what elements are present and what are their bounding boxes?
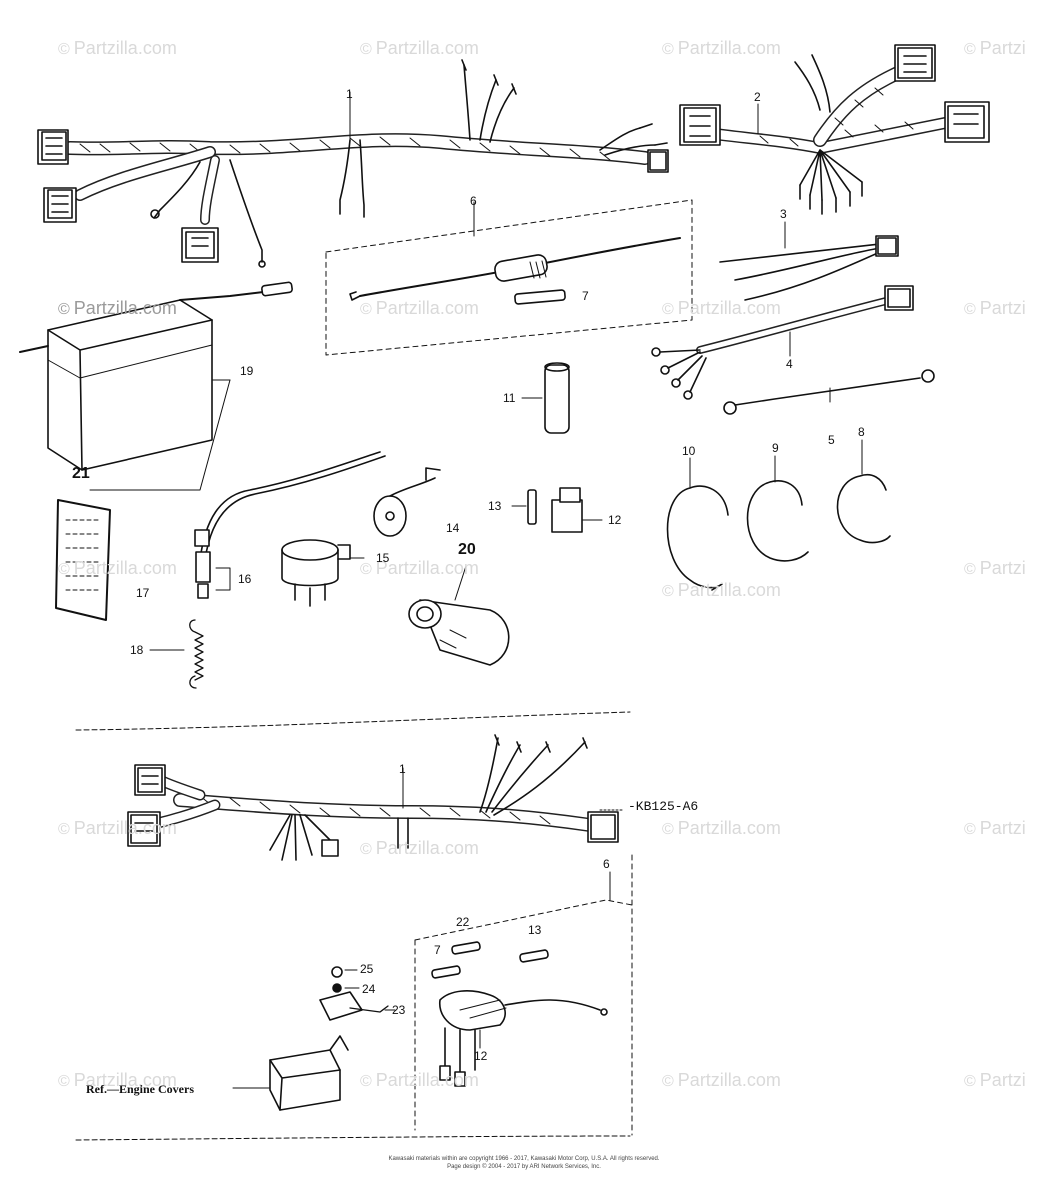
callout-25: 25 (360, 962, 374, 976)
callout-5: 5 (828, 433, 835, 447)
engine-cover-ref (232, 1035, 349, 1111)
bracket-23 (319, 966, 396, 1021)
watermark: ©Partzilla.com (360, 1070, 479, 1090)
footer-copyright: Kawasaki materials within are copyright … (388, 1156, 660, 1162)
callout-7-bottom: 7 (434, 943, 441, 957)
watermark: ©Partzilla.com (360, 38, 479, 58)
watermark: ©Partzilla.com (662, 1070, 781, 1090)
callout-7-top: 7 (582, 289, 589, 303)
fuse-13-top (511, 489, 537, 525)
band-9 (746, 455, 809, 562)
callout-21: 21 (72, 465, 90, 482)
watermark: ©Partzi (964, 38, 1026, 58)
relay-15 (281, 539, 365, 607)
sub-wiring-harness-2 (679, 44, 990, 215)
horn-14 (373, 467, 441, 537)
ignition-coil-20 (408, 565, 510, 666)
battery-19 (19, 281, 293, 491)
watermark: ©Partzilla.com (58, 818, 177, 838)
callout-17: 17 (136, 586, 150, 600)
callout-1-top: 1 (346, 87, 353, 101)
callout-11: 11 (503, 391, 516, 405)
callout-6-bottom: 6 (603, 857, 610, 871)
watermark: ©Partzilla.com (58, 38, 177, 58)
callout-13-bottom: 13 (528, 923, 542, 937)
callout-10: 10 (682, 444, 696, 458)
wire-lead-3 (719, 221, 899, 301)
callout-12-top: 12 (608, 513, 622, 527)
fuse-holder-assembly-top (325, 199, 693, 356)
watermark: ©Partzilla.com (662, 298, 781, 318)
wire-lead-4 (651, 285, 935, 415)
watermark: ©Partzilla.com (58, 298, 177, 318)
watermark: ©Partzi (964, 818, 1026, 838)
callout-22: 22 (456, 915, 470, 929)
callout-16: 16 (238, 572, 252, 586)
fuse-holder-12-top (551, 487, 603, 533)
watermark: ©Partzi (964, 298, 1026, 318)
callout-9: 9 (772, 441, 779, 455)
watermark: ©Partzilla.com (58, 1070, 177, 1090)
watermark: ©Partzilla.com (662, 818, 781, 838)
watermark: ©Partzilla.com (360, 558, 479, 578)
callout-8: 8 (858, 425, 865, 439)
cable-16 (194, 451, 386, 599)
watermark: ©Partzi (964, 558, 1026, 578)
callout-12-bottom: 12 (474, 1049, 488, 1063)
callout-2: 2 (754, 90, 761, 104)
callout-4: 4 (786, 357, 793, 371)
band-8 (836, 439, 891, 544)
callout-1-bottom: 1 (399, 762, 406, 776)
callout-14: 14 (446, 521, 460, 535)
tube-11 (521, 362, 570, 434)
band-10 (666, 457, 729, 591)
watermark: ©Partzilla.com (662, 580, 781, 600)
callout-13-top: 13 (488, 499, 502, 513)
footer-page-design: Page design © 2004 - 2017 by ARI Network… (447, 1164, 601, 1170)
callout-18: 18 (130, 643, 144, 657)
callout-6-top: 6 (470, 194, 477, 208)
callout-24: 24 (362, 982, 376, 996)
callout-19: 19 (240, 364, 254, 378)
spring-18 (149, 619, 204, 689)
callout-3: 3 (780, 207, 787, 221)
watermark: ©Partzilla.com (360, 838, 479, 858)
model-code-label: -KB125-A6 (628, 799, 699, 814)
watermark: ©Partzilla.com (58, 558, 177, 578)
watermark: ©Partzilla.com (360, 298, 479, 318)
callout-15: 15 (376, 551, 390, 565)
reference-label: Ref.—Engine Covers (86, 1082, 194, 1096)
watermark: ©Partzi (964, 1070, 1026, 1090)
fuse-holder-assembly-bottom (414, 854, 633, 1136)
callout-20: 20 (458, 541, 476, 558)
callout-23: 23 (392, 1003, 406, 1017)
main-wiring-harness-top (37, 59, 669, 268)
main-wiring-harness-bottom (127, 734, 625, 861)
watermark: ©Partzilla.com (662, 38, 781, 58)
label-card-21 (55, 499, 111, 621)
